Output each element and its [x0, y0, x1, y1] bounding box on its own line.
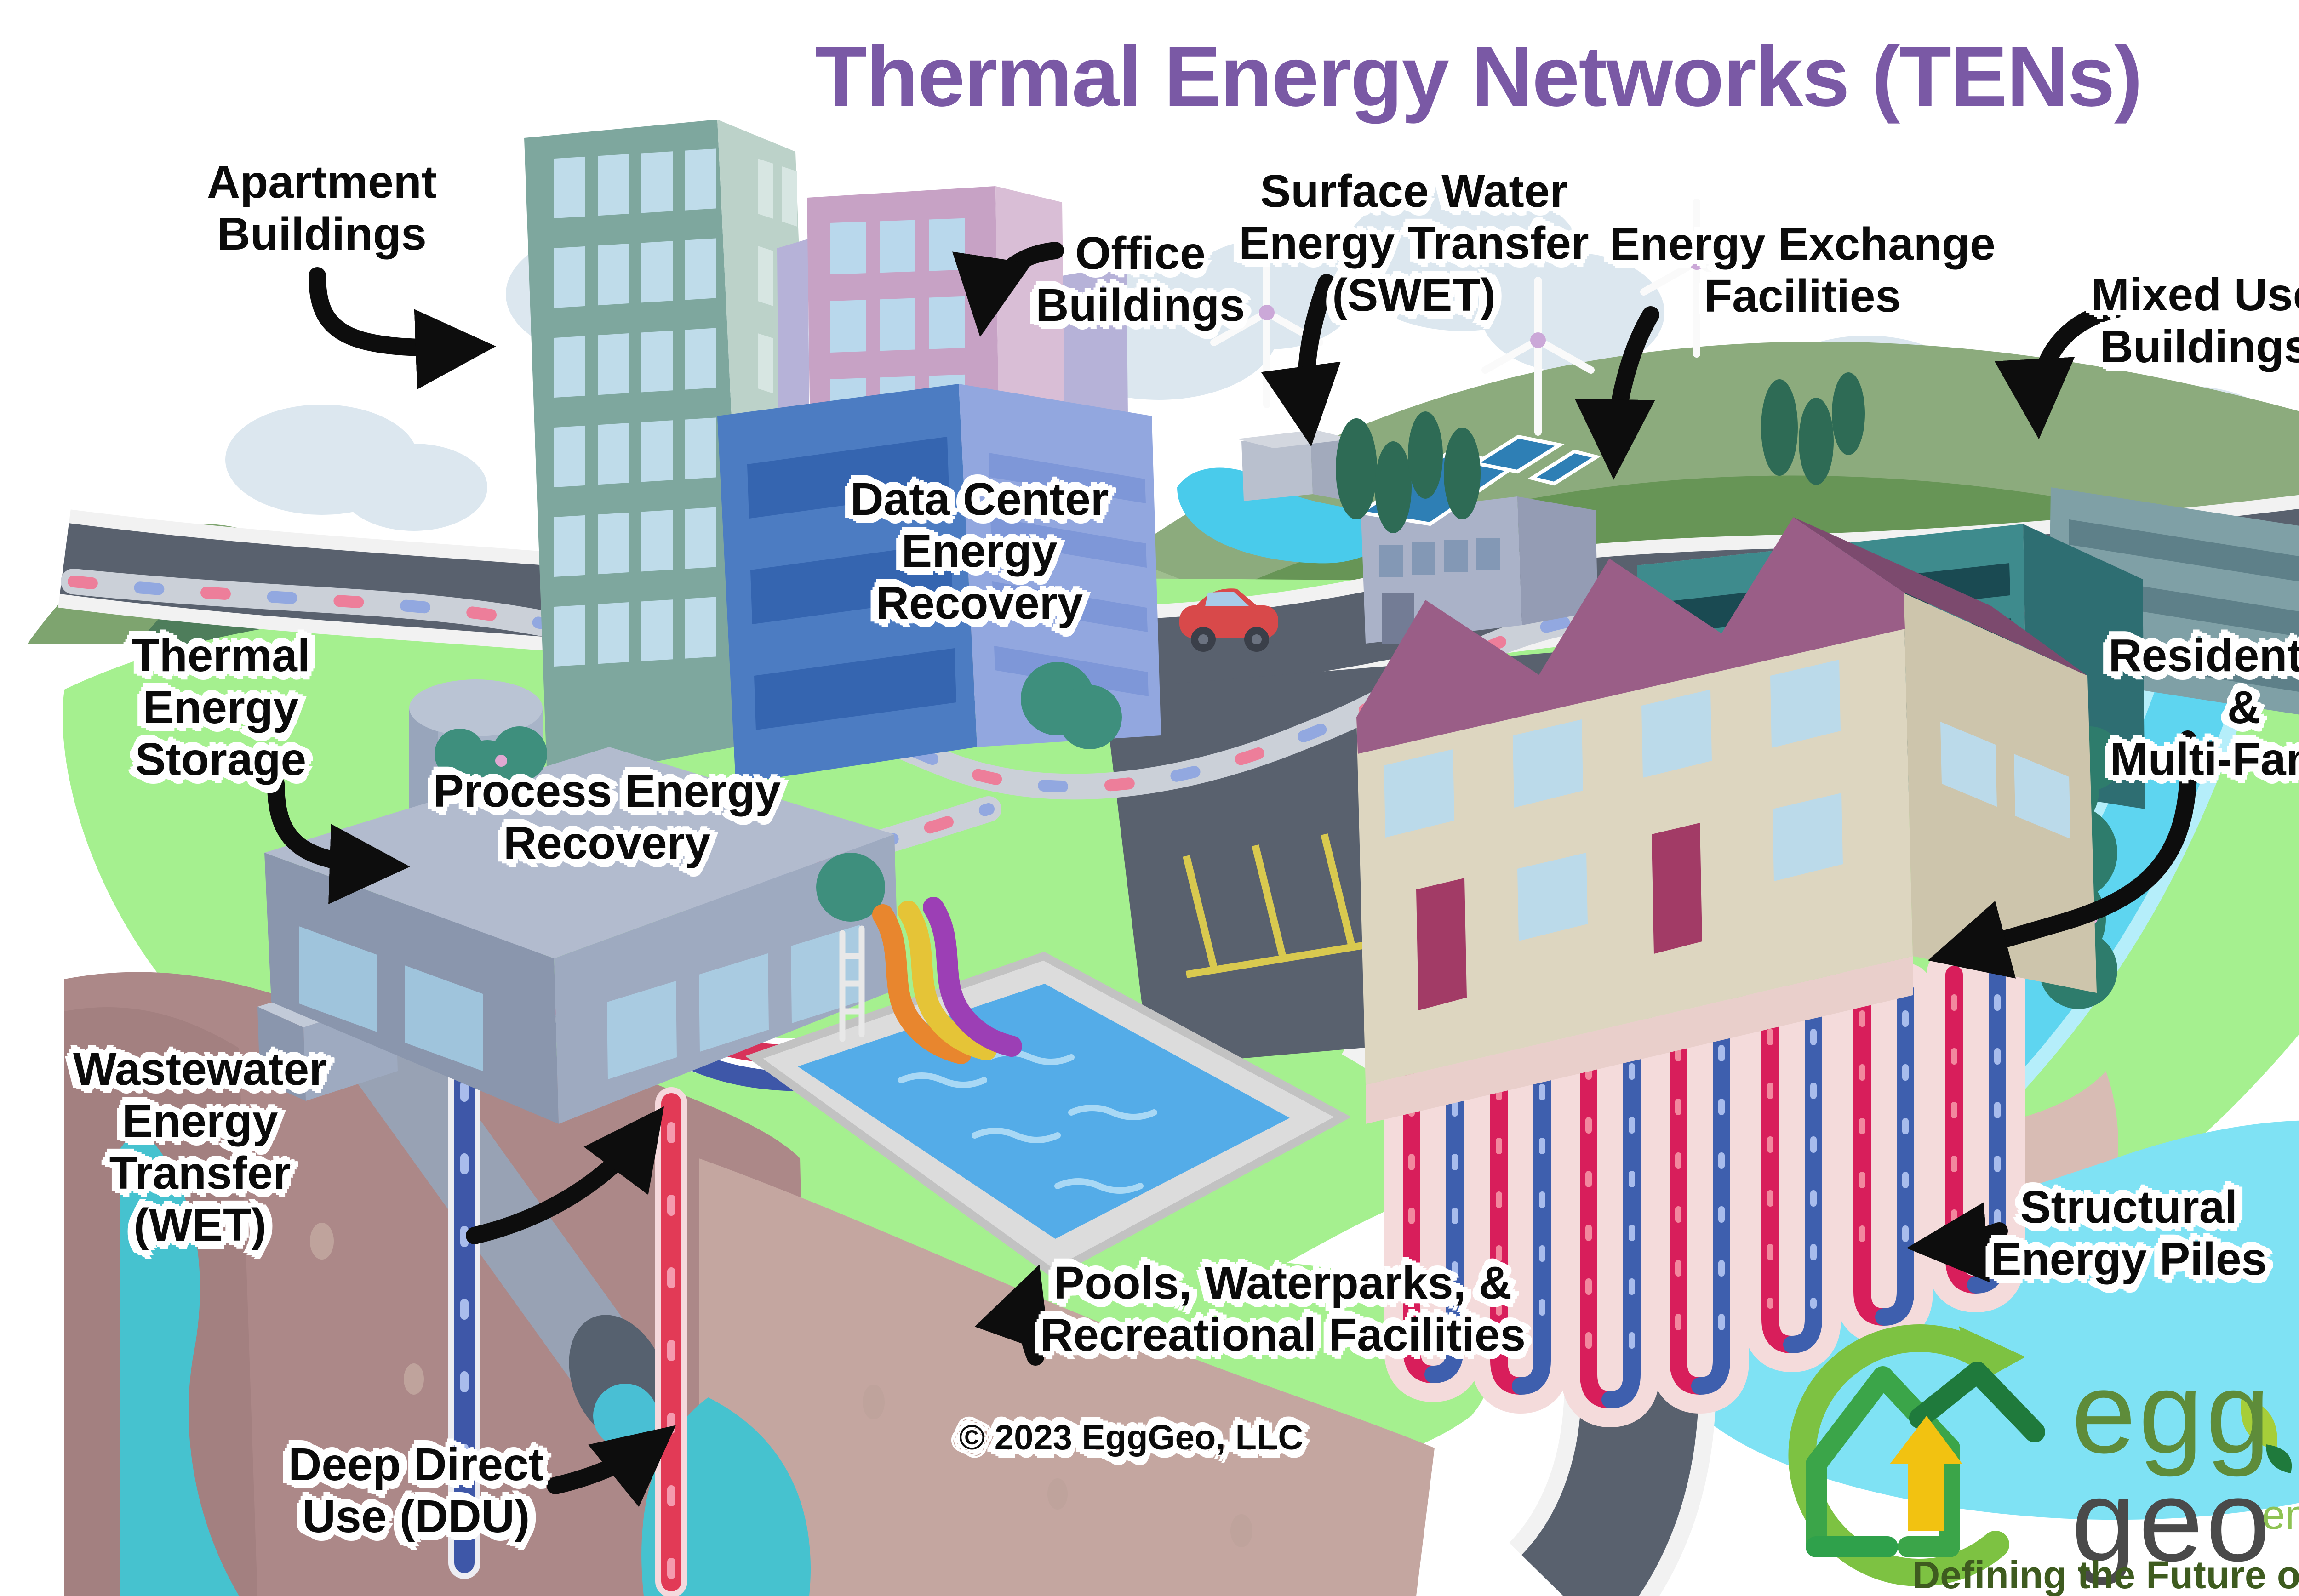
page-title: Thermal Energy Networks (TENs) — [815, 29, 2143, 124]
label-energy-exchange-facilities: Energy Exchange Facilities — [1609, 218, 1996, 322]
data-center-building — [717, 384, 1161, 784]
wind-turbines — [1210, 199, 1753, 436]
logo-house-icon — [1806, 1362, 2045, 1557]
pond — [1177, 467, 1383, 564]
label-thermal-energy-storage: Thermal Energy Storage — [131, 630, 310, 785]
label-residential-multi-family: Residentaial & Multi-Family — [2108, 630, 2299, 785]
structural-energy-piles — [1384, 947, 2025, 1428]
logo-circular-arrow — [1788, 1324, 2009, 1586]
label-office-buildings: Office Buildings — [1035, 228, 1245, 331]
label-data-center-energy-recovery: Data Center Energy Recovery — [850, 473, 1109, 629]
groundwater — [120, 1126, 239, 1596]
label-deep-direct-use: Deep Direct Use (DDU) — [288, 1439, 544, 1542]
label-structural-energy-piles: Structural Energy Piles — [1990, 1181, 2267, 1285]
roofs — [1356, 517, 1905, 754]
label-surface-water-energy-transfer: Surface Water Energy Transfer (SWET) — [1239, 165, 1589, 321]
label-wastewater-energy-transfer: Wastewater Energy Transfer (WET) — [73, 1043, 327, 1251]
pool — [745, 897, 1351, 1278]
energy-exchange-facility — [1356, 434, 1601, 644]
label-mixed-use-buildings: Mixed Use Buildings — [2091, 269, 2299, 372]
doors — [1416, 823, 1702, 1010]
logo-value-engineering: engineering — [2262, 1492, 2299, 1538]
logo-word-geo: geo — [2071, 1456, 2273, 1585]
logo-tagline: Defining the Future of Geothermal — [1912, 1553, 2299, 1596]
car — [1179, 588, 1278, 652]
label-apartment-buildings: Apartment Buildings — [206, 156, 437, 260]
waterslide — [839, 897, 1022, 1064]
pool-water — [798, 984, 1290, 1239]
label-process-energy-recovery: Process Energy Recovery — [433, 765, 781, 869]
logo-yellow-arrow — [1890, 1416, 1962, 1531]
process-energy-recovery-building — [264, 747, 899, 1124]
logo-word-egg: egg — [2071, 1348, 2273, 1477]
label-pools-waterparks: Pools, Waterparks, & Recreational Facili… — [1040, 1257, 1526, 1361]
egggeo-logo: egg geo expertise education engineering … — [1788, 1324, 2299, 1596]
copyright-notice: © 2023 EggGeo, LLC — [959, 1418, 1304, 1457]
logo-leaf-icon — [2241, 1397, 2278, 1450]
